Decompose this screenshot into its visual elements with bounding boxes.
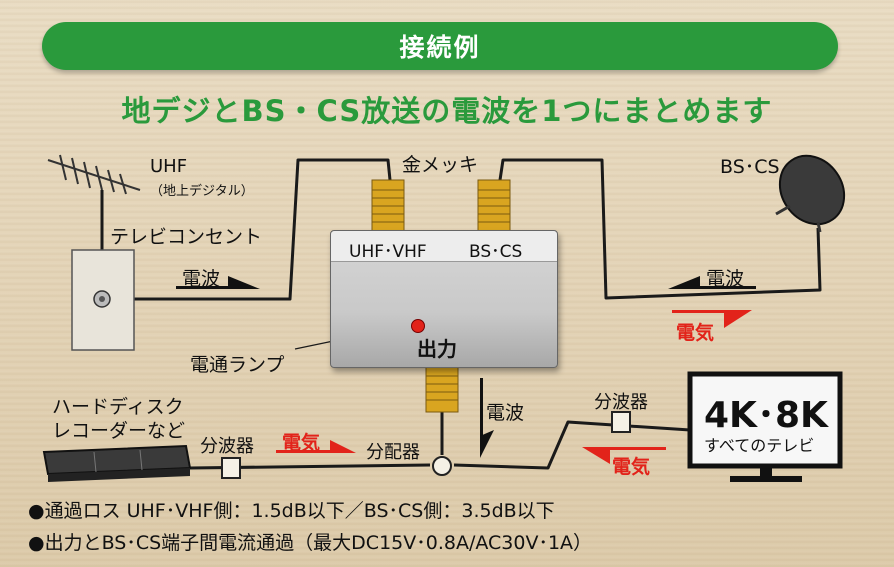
port-label-bs-cs: BS･CS (469, 242, 523, 262)
cable-outlet-to-uhf (112, 158, 392, 301)
uhf-label: UHF (150, 156, 188, 177)
distributor-node (432, 456, 452, 476)
wave-label-down: 電波 (486, 402, 525, 424)
wave-arrow-left (176, 276, 260, 289)
electric-arrow-right (672, 310, 752, 328)
device-top-panel (331, 231, 557, 262)
bs-cs-dish-icon (775, 154, 846, 233)
header-banner: 接続例 (42, 22, 838, 70)
lamp-label: 電通ランプ (190, 354, 285, 376)
tv-outlet-label: テレビコンセント (110, 226, 263, 248)
gold-connector-bs (477, 179, 511, 233)
gold-plating-label: 金メッキ (402, 154, 479, 176)
tv-label-4k8k: 4K･8K (704, 395, 828, 436)
uhf-antenna-icon (47, 154, 141, 195)
power-lamp-icon (411, 319, 425, 333)
distributor-label: 分配器 (366, 442, 420, 463)
tv-label-all: すべてのテレビ (704, 436, 815, 455)
hdd-label-line2: レコーダーなど (52, 420, 186, 442)
cable-dish-to-bs (498, 158, 822, 300)
wave-arrow-right (668, 276, 756, 289)
splitter-label-right: 分波器 (594, 392, 648, 413)
electric-label-right: 電気 (676, 322, 715, 344)
tv-icon (687, 371, 843, 482)
output-label: 出力 (417, 337, 457, 361)
splitter-label-left: 分波器 (200, 436, 254, 457)
port-label-uhf-vhf: UHF･VHF (349, 242, 427, 262)
gold-connector-uhf (371, 179, 405, 233)
wave-arrow-down (480, 378, 494, 458)
gold-connector-output (425, 365, 459, 413)
wave-label-right: 電波 (706, 268, 745, 290)
spec-line-2: ●出力とBS･CS端子間電流通過（最大DC15V･0.8A/AC30V･1A） (28, 532, 593, 554)
cable-distributor-to-tv (453, 420, 691, 470)
bs-cs-dish-label: BS･CS (720, 156, 780, 178)
header-title: 接続例 (399, 33, 481, 62)
electric-label-bottom-left: 電気 (282, 432, 321, 454)
splitter-box-right (611, 411, 631, 433)
electric-arrow-bottom-left (276, 440, 356, 453)
hdd-label-line1: ハードディスク (52, 396, 184, 418)
wave-label-left: 電波 (182, 268, 221, 290)
mixer-device: UHF･VHF BS･CS 出力 (330, 230, 558, 368)
splitter-box-left (221, 457, 241, 479)
hdd-recorder-icon (42, 444, 192, 482)
spec-line-1: ●通過ロス UHF･VHF側：1.5dB以下／BS･CS側：3.5dB以下 (28, 500, 555, 522)
electric-label-bottom-right: 電気 (612, 456, 651, 478)
uhf-sub-label: （地上デジタル） (150, 184, 254, 199)
subtitle: 地デジとBS・CS放送の電波を1つにまとめます (121, 94, 773, 128)
electric-arrow-bottom-right (582, 447, 666, 464)
